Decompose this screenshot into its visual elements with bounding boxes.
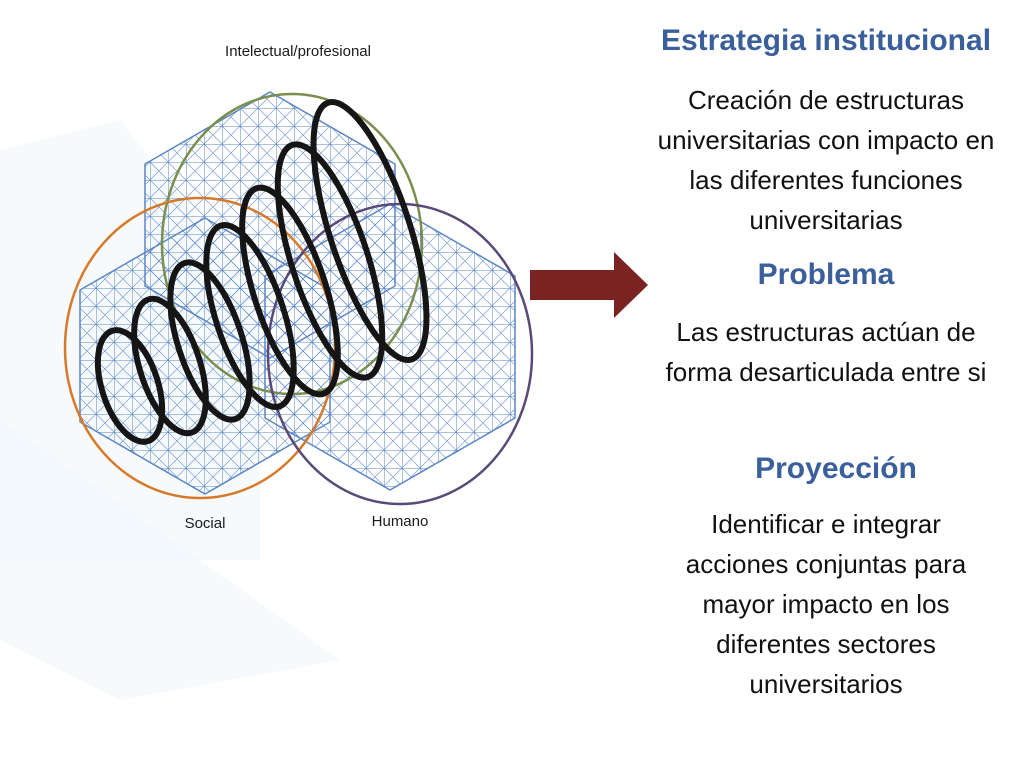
spiral-loop [94,327,166,445]
venn-diagram: Intelectual/profesional Social Humano [63,43,534,532]
heading-proyeccion: Proyección [755,452,917,485]
spiral-loop [203,222,297,410]
heading-problema: Problema [757,258,895,291]
grid-hexagon-right [264,203,516,491]
spiral-loop [131,295,209,437]
spiral-loop [310,99,430,363]
body-estrategia: Creación de estructuras universitarias c… [657,85,995,235]
label-social: Social [185,515,226,532]
heading-estrategia: Estrategia institucional [660,24,992,57]
right-arrow-icon [530,252,648,318]
spiral-loop [167,259,253,423]
body-problema: Las estructuras actúan de forma desartic… [665,317,987,387]
label-intellectual: Intelectual/profesional [225,43,371,60]
spiral [94,99,430,445]
body-proyeccion: Identificar e integrar acciones conjunta… [685,509,967,699]
label-humano: Humano [372,513,429,530]
spiral-loop [239,184,341,398]
spiral-loop [274,141,386,381]
